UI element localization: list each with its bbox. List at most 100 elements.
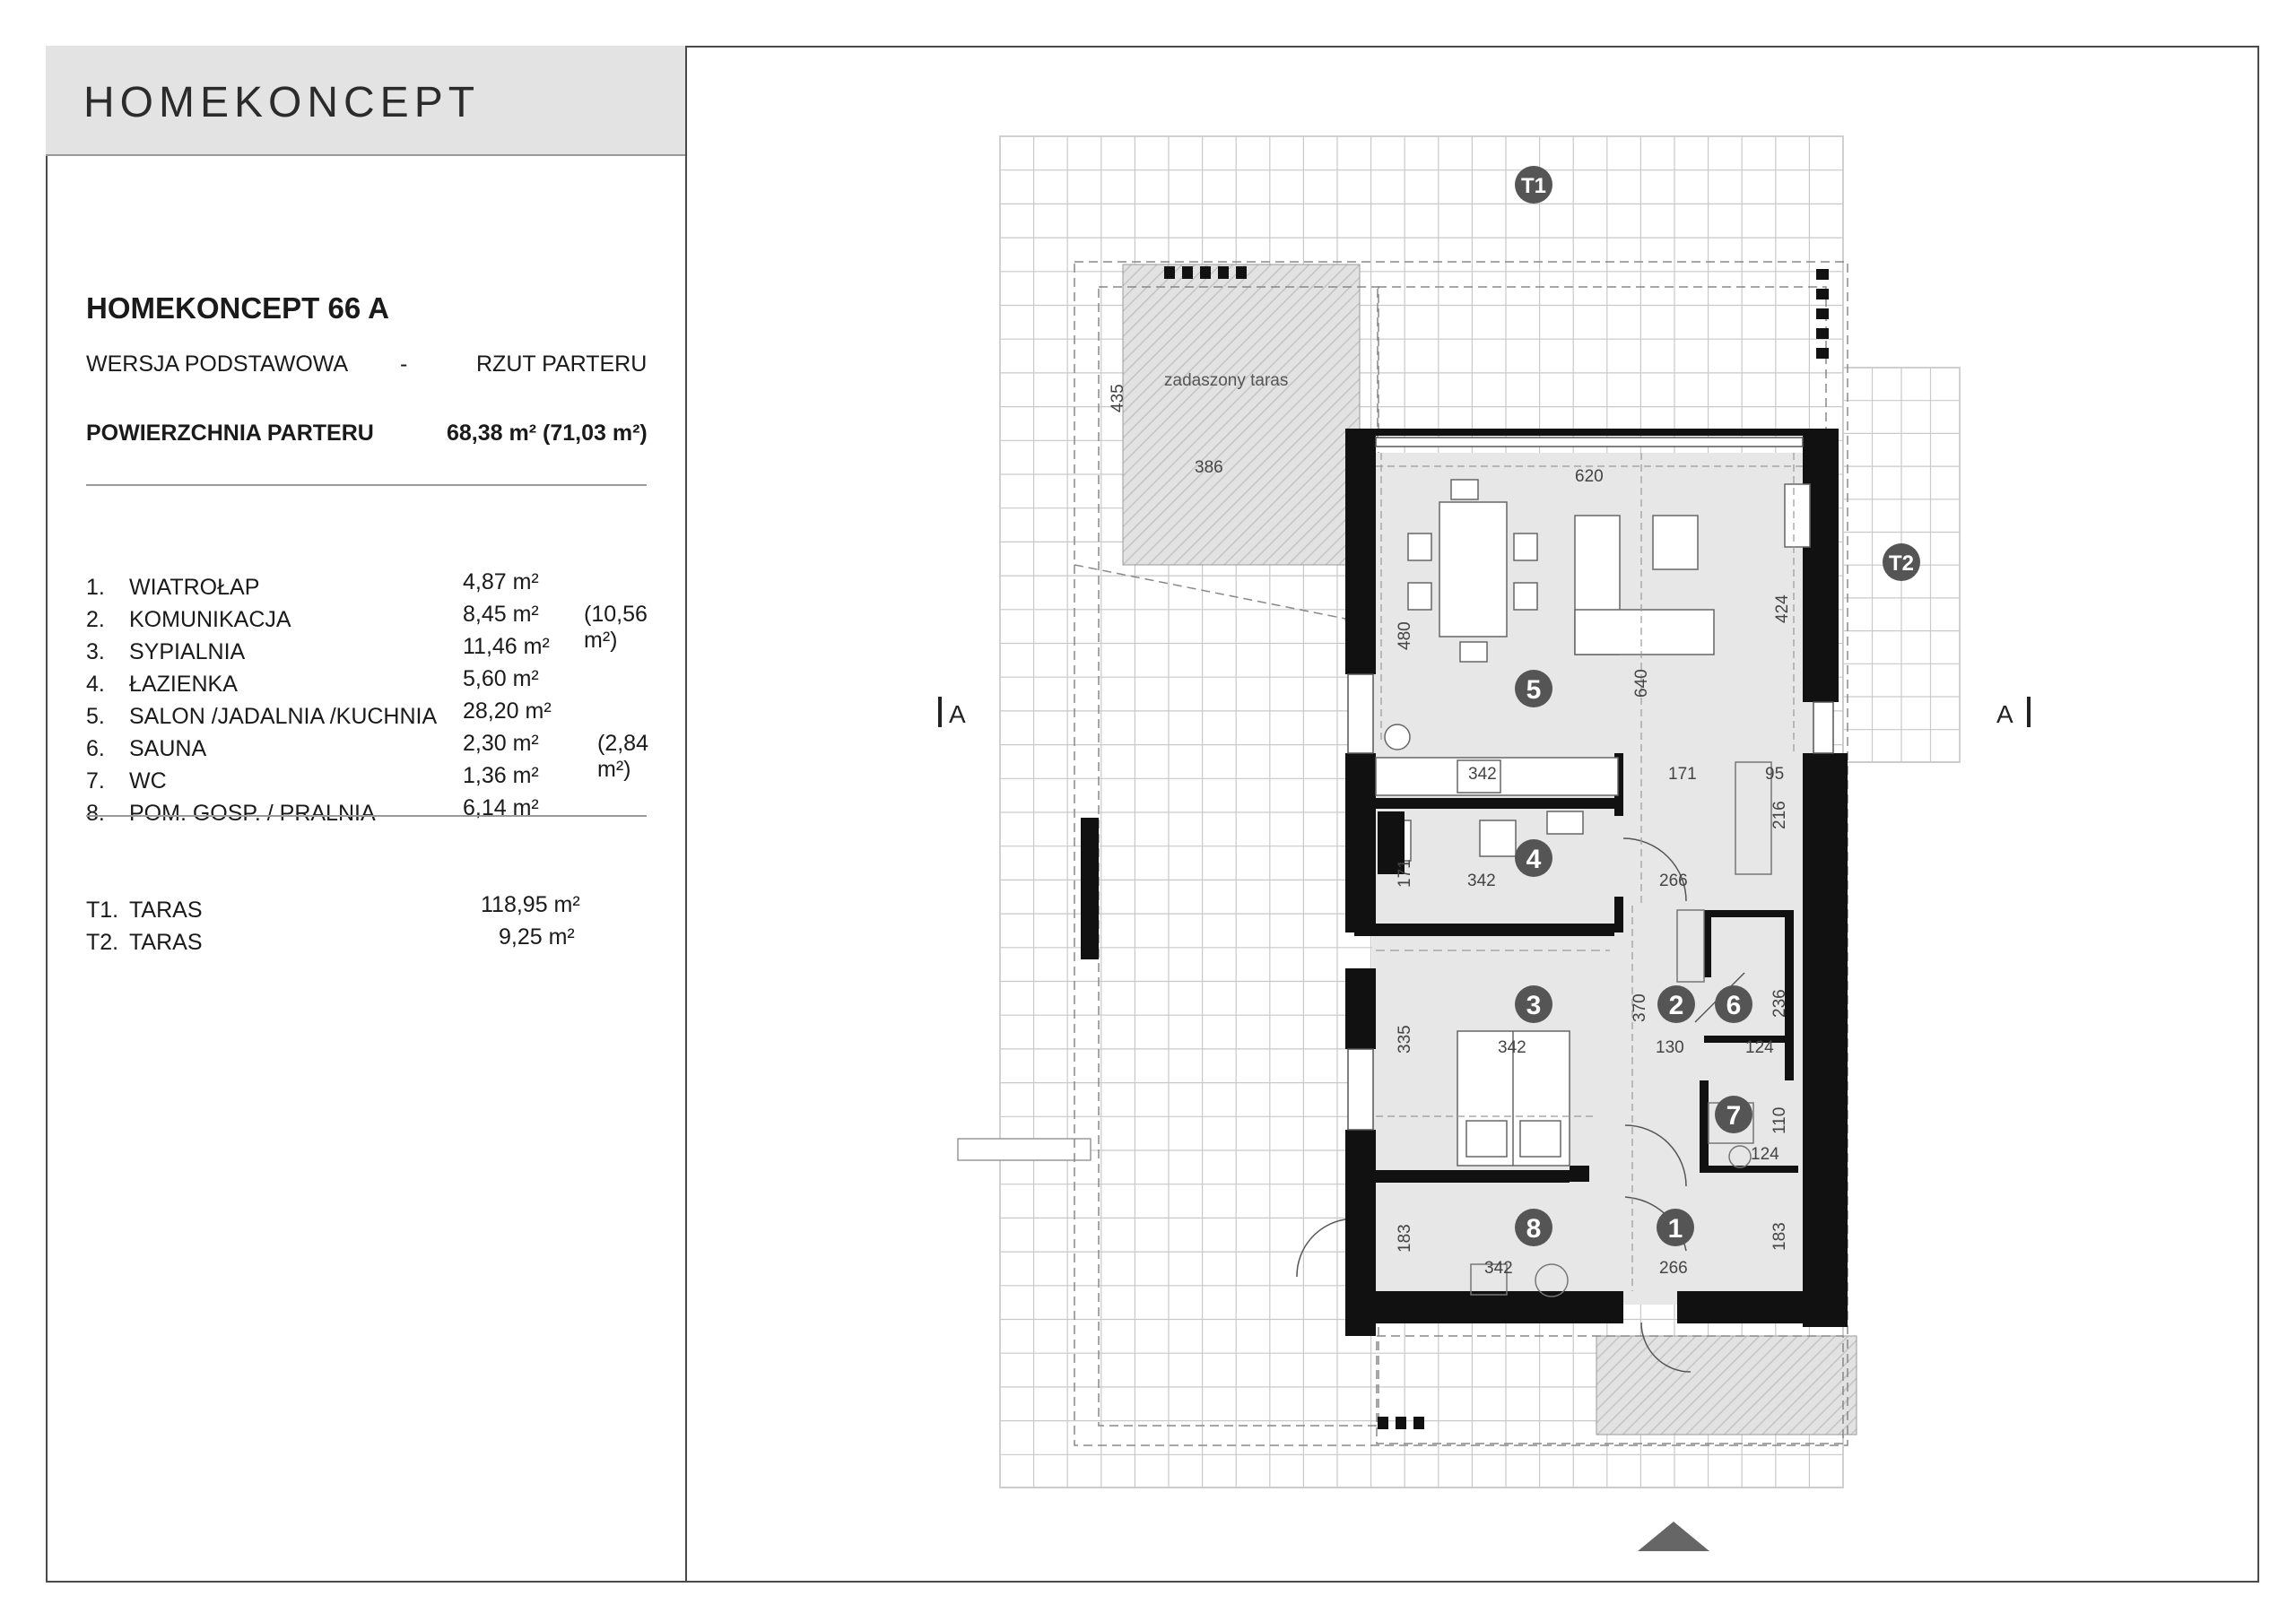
section-mark-left: A bbox=[938, 697, 966, 728]
room-area: 11,46 m² bbox=[463, 634, 550, 659]
dimension-lines bbox=[1376, 453, 1803, 1291]
room-row: 2. KOMUNIKACJA 8,45 m² (10,56 m²) bbox=[86, 602, 669, 653]
dimension-label: 342 bbox=[1468, 765, 1497, 784]
north-arrow-icon bbox=[1638, 1522, 1709, 1551]
room-name: SAUNA bbox=[129, 736, 207, 761]
dimension-label: 480 bbox=[1396, 621, 1414, 650]
dimension-label: 216 bbox=[1770, 801, 1789, 829]
room-area: 4,87 m² bbox=[463, 569, 539, 594]
room-name: WC bbox=[129, 768, 167, 794]
terrace-number: T2. bbox=[86, 930, 119, 955]
room-marker: 4 bbox=[1515, 839, 1552, 877]
room-number: 1. bbox=[86, 575, 105, 600]
marker-label: 4 bbox=[1526, 845, 1542, 874]
dimension-label: 640 bbox=[1632, 669, 1651, 698]
room-name: SALON /JADALNIA /KUCHNIA bbox=[129, 704, 438, 729]
marker-label: T1 bbox=[1521, 174, 1546, 198]
room-number: 7. bbox=[86, 768, 105, 794]
dimension-label: 95 bbox=[1765, 765, 1784, 784]
dimension-label: 620 bbox=[1575, 467, 1604, 486]
dimension-label: 124 bbox=[1745, 1038, 1774, 1057]
separator-dash: - bbox=[400, 351, 408, 377]
kitchen-counter bbox=[1375, 483, 1811, 796]
room-row: 5. SALON /JADALNIA /KUCHNIA 28,20 m² bbox=[86, 698, 669, 736]
room-number: 6. bbox=[86, 736, 105, 761]
terrace-row: T1. TARAS 118,95 m² bbox=[86, 892, 669, 930]
room-area-extra: (10,56 m²) bbox=[584, 602, 648, 653]
marker-label: 6 bbox=[1726, 991, 1742, 1020]
interior-walls bbox=[1354, 753, 1798, 1183]
room-area: 5,60 m² bbox=[463, 666, 539, 691]
floor-area-value: 68,38 m² (71,03 m²) bbox=[447, 421, 648, 446]
exterior-walls bbox=[1081, 429, 1848, 1336]
view-label: RZUT PARTERU bbox=[476, 351, 648, 377]
room-number: 5. bbox=[86, 704, 105, 729]
terrace-name: TARAS bbox=[129, 898, 203, 923]
dimension-label: 130 bbox=[1656, 1038, 1684, 1057]
dimension-label: 342 bbox=[1467, 872, 1496, 890]
dimension-label: 266 bbox=[1659, 872, 1688, 890]
sheet-frame bbox=[46, 46, 2259, 1583]
dimension-label: 386 bbox=[1195, 458, 1223, 477]
room-name: KOMUNIKACJA bbox=[129, 607, 291, 632]
marker-label: 3 bbox=[1526, 991, 1542, 1020]
room-row: 4. ŁAZIENKA 5,60 m² bbox=[86, 666, 669, 704]
terrace-marker: T2 bbox=[1883, 543, 1920, 581]
legend-panel: HOMEKONCEPT HOMEKONCEPT 66 A WERSJA PODS… bbox=[46, 46, 687, 1583]
room-number: 4. bbox=[86, 672, 105, 697]
marker-label: 1 bbox=[1668, 1214, 1683, 1244]
room-marker: 8 bbox=[1515, 1209, 1552, 1246]
room-name: SYPIALNIA bbox=[129, 639, 246, 664]
room-row: 6. SAUNA 2,30 m² (2,84 m²) bbox=[86, 731, 669, 782]
brand-header: HOMEKONCEPT bbox=[46, 46, 685, 156]
dimension-label: 183 bbox=[1396, 1224, 1414, 1253]
dimension-label: 370 bbox=[1631, 993, 1649, 1022]
room-marker: 6 bbox=[1715, 985, 1752, 1023]
room-marker: 5 bbox=[1515, 670, 1552, 707]
room-row: 3. SYPIALNIA 11,46 m² bbox=[86, 634, 669, 672]
room-name: ŁAZIENKA bbox=[129, 672, 238, 697]
dimension-label: 342 bbox=[1498, 1038, 1526, 1057]
room-marker: 7 bbox=[1715, 1096, 1752, 1133]
dimension-label: 435 bbox=[1109, 384, 1127, 412]
project-title: HOMEKONCEPT 66 A bbox=[86, 291, 389, 325]
dimension-label: 424 bbox=[1773, 594, 1792, 623]
marker-label: 7 bbox=[1726, 1101, 1742, 1131]
marker-label: 5 bbox=[1526, 675, 1542, 705]
roof-vents bbox=[1164, 266, 1829, 1429]
dimension-label: 236 bbox=[1770, 989, 1789, 1018]
terrace-t2-paving bbox=[1842, 367, 1961, 763]
room-area: 1,36 m² bbox=[463, 763, 539, 788]
room-area: 28,20 m² bbox=[463, 698, 552, 724]
divider bbox=[86, 815, 647, 817]
dimension-labels: 435 386 620 480 640 424 342 171 95 216 1… bbox=[1109, 384, 1792, 1278]
dimension-label: 171 bbox=[1668, 765, 1697, 784]
room-name: POM. GOSP. / PRALNIA bbox=[129, 801, 376, 826]
room-name: WIATROŁAP bbox=[129, 575, 260, 600]
section-mark-right: A bbox=[1996, 697, 2031, 728]
terrace-area: 9,25 m² bbox=[499, 924, 575, 950]
dining-set bbox=[1407, 479, 1538, 663]
dimension-label: 183 bbox=[1770, 1222, 1789, 1251]
dimension-label: 110 bbox=[1770, 1107, 1789, 1134]
section-label: A bbox=[1996, 700, 2013, 728]
double-bed bbox=[1457, 1030, 1570, 1167]
covered-terrace-area bbox=[1122, 264, 1361, 566]
stair-detail bbox=[1470, 761, 1772, 1297]
terrace-area: 118,95 m² bbox=[481, 892, 580, 917]
room-number: 3. bbox=[86, 639, 105, 664]
terrace-number: T1. bbox=[86, 898, 119, 923]
brand-logo: HOMEKONCEPT bbox=[83, 79, 481, 126]
dimension-label: 171 bbox=[1396, 859, 1414, 888]
version-label: WERSJA PODSTAWOWA bbox=[86, 351, 349, 377]
covered-terrace-label: zadaszony taras bbox=[1164, 371, 1288, 390]
entrance-canopy-area bbox=[1596, 1335, 1857, 1436]
room-area: 8,45 m² bbox=[463, 602, 539, 627]
dimension-label: 266 bbox=[1659, 1259, 1688, 1278]
dimension-label: 335 bbox=[1396, 1025, 1414, 1054]
terrace-name: TARAS bbox=[129, 930, 203, 955]
sofa bbox=[1574, 515, 1715, 655]
room-area: 2,30 m² bbox=[463, 731, 539, 756]
room-marker: 1 bbox=[1657, 1209, 1694, 1246]
